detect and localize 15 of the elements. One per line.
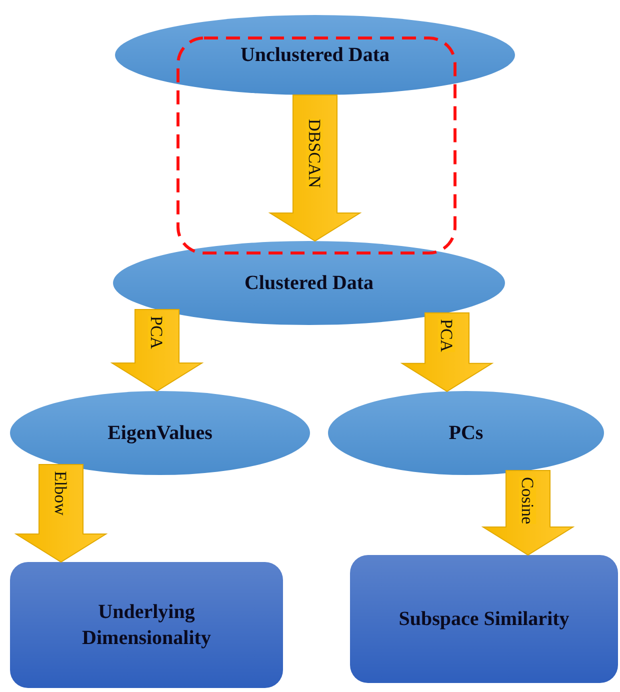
node-label: Subspace Similarity [398, 607, 570, 632]
edge-label: PCA [438, 318, 455, 352]
edge-label: Cosine [519, 476, 536, 524]
ellipse-node [115, 15, 515, 95]
rounded-box [10, 562, 283, 688]
ellipse-node [328, 391, 604, 475]
node-label: PCs [448, 421, 484, 446]
node-label: Underlying Dimensionality [81, 600, 212, 651]
rounded-box [350, 555, 618, 683]
edge-label: PCA [148, 316, 165, 349]
node-label: Unclustered Data [240, 43, 390, 68]
edge-label: Elbow [52, 470, 69, 515]
node-label: Clustered Data [244, 271, 374, 296]
edge-label: DBSCAN [306, 119, 323, 188]
node-label: EigenValues [108, 421, 212, 446]
